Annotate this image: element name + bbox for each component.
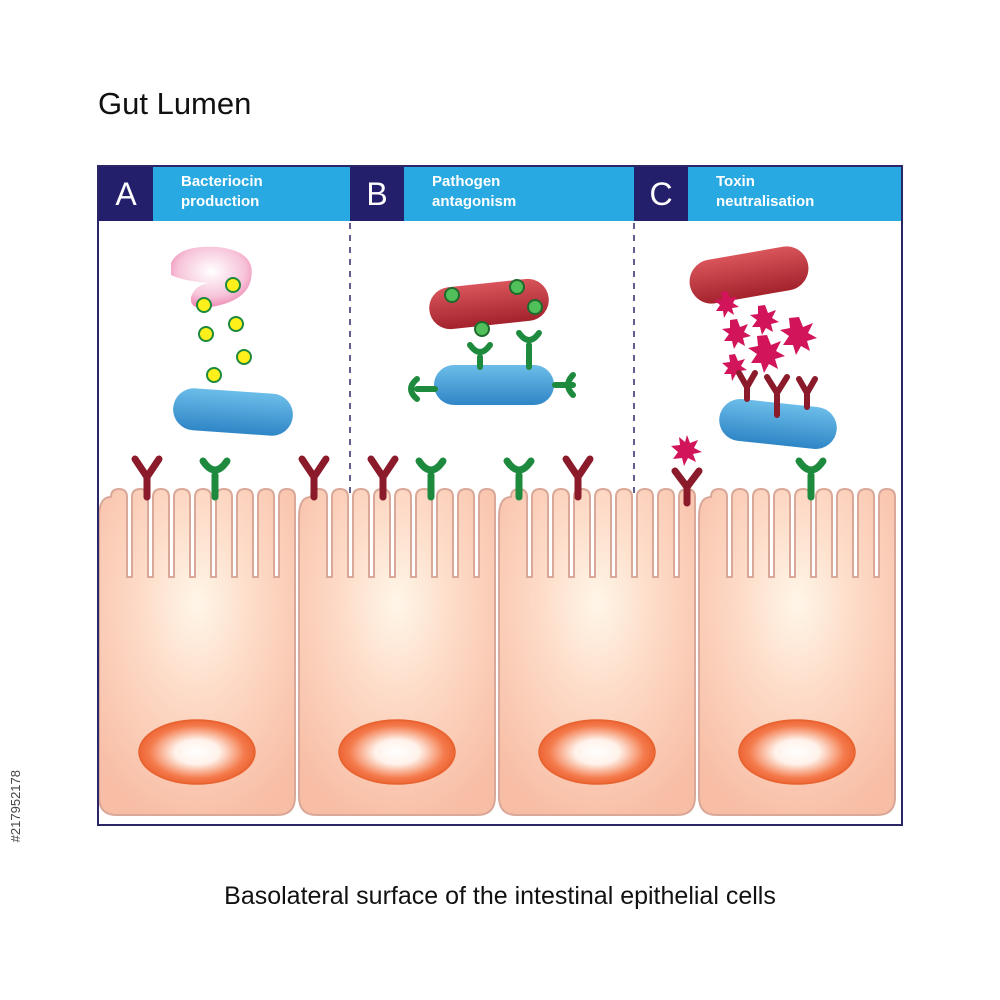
panel-a-title: Bacteriocin production: [181, 173, 263, 210]
epithelial-cell-1: [99, 487, 296, 816]
epithelial-cell-3: [498, 487, 696, 816]
panel-b-title: Pathogen antagonism: [432, 173, 517, 210]
pathogen-adhesins: [444, 279, 543, 337]
antibody-icon: [562, 455, 594, 501]
toxin-icon: [671, 435, 702, 466]
commensal-bacterium: [434, 365, 554, 405]
page-title: Gut Lumen: [98, 86, 252, 121]
antibody-icon: [736, 370, 818, 418]
commensal-bacterium: [719, 399, 837, 449]
panel-b-header: B Pathogen antagonism: [350, 167, 634, 221]
panel-b-illustration: [408, 278, 576, 405]
nucleus: [738, 719, 856, 785]
antibody-icon: [671, 467, 703, 507]
panel-c-title: Toxin neutralisation: [716, 173, 815, 210]
panel-a-letter: A: [99, 167, 153, 221]
panel-a-header: A Bacteriocin production: [99, 167, 350, 221]
receptor-icon: [408, 330, 576, 402]
toxin-producing-bacterium: [689, 246, 809, 304]
panel-c-illustration: [689, 246, 837, 449]
nucleus: [338, 719, 456, 785]
toxin-particles: [714, 291, 817, 381]
panel-c-letter: C: [634, 167, 688, 221]
target-bacterium: [173, 388, 293, 436]
diagram-frame: A Bacteriocin production B Pathogen anta…: [97, 165, 903, 826]
bottom-caption: Basolateral surface of the intestinal ep…: [224, 882, 776, 910]
nucleus: [138, 719, 256, 785]
epithelial-cell-2: [298, 487, 496, 816]
epithelial-cells: [99, 487, 896, 816]
receptor-icon: [199, 457, 231, 501]
epithelial-cell-4: [698, 487, 896, 816]
receptor-icon: [503, 457, 535, 501]
producer-bacterium: [171, 246, 252, 308]
panel-b-letter: B: [350, 167, 404, 221]
antibody-icon: [367, 455, 399, 501]
nucleus: [538, 719, 656, 785]
panel-a-illustration: [171, 246, 293, 436]
receptor-icon: [795, 457, 827, 501]
antibody-icon: [298, 455, 330, 501]
panel-c-header: C Toxin neutralisation: [634, 167, 901, 221]
antibody-icon: [131, 455, 163, 501]
receptor-icon: [415, 457, 447, 501]
diagram-illustration: [99, 223, 896, 816]
stock-id: #217952178: [8, 770, 23, 843]
surface-markers: [131, 435, 827, 507]
